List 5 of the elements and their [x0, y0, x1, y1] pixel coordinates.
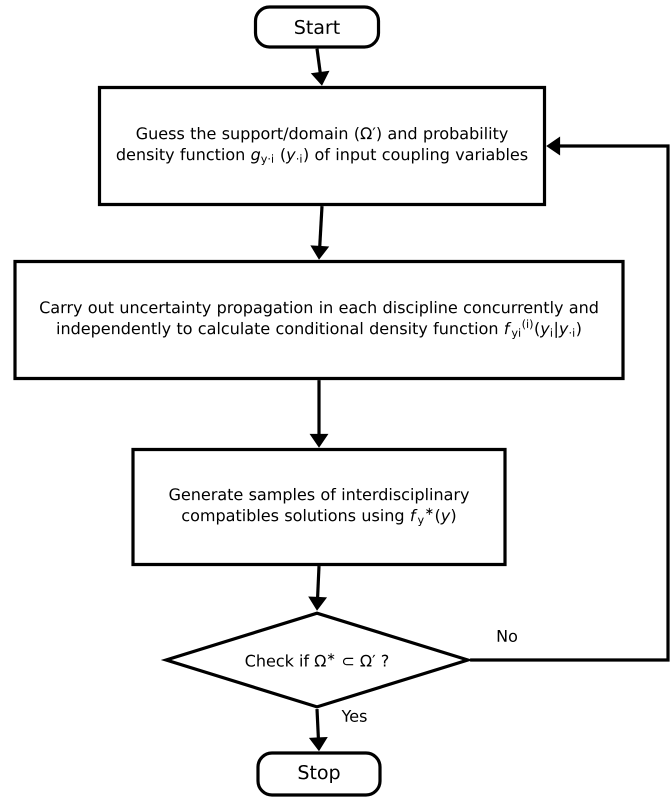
- process-box: Carry out uncertainty propagation in each discipline concurrently and independently to calculate conditional density function f$_{yi}$$^{(i)}$(y$_{i}$|y$_{·i}$): [13, 260, 625, 380]
- edge-label: No: [498, 630, 517, 642]
- process-box: Guess the support/domain (Ω′) and probability density function g$_{y·i}$ (y$_{·i}$) of input coupling variables: [98, 86, 546, 206]
- edge-label: Yes: [342, 710, 367, 722]
- process-box: Generate samples of interdisciplinary compatibles solutions using f$_{y}$$^{∗}$(y): [131, 448, 507, 566]
